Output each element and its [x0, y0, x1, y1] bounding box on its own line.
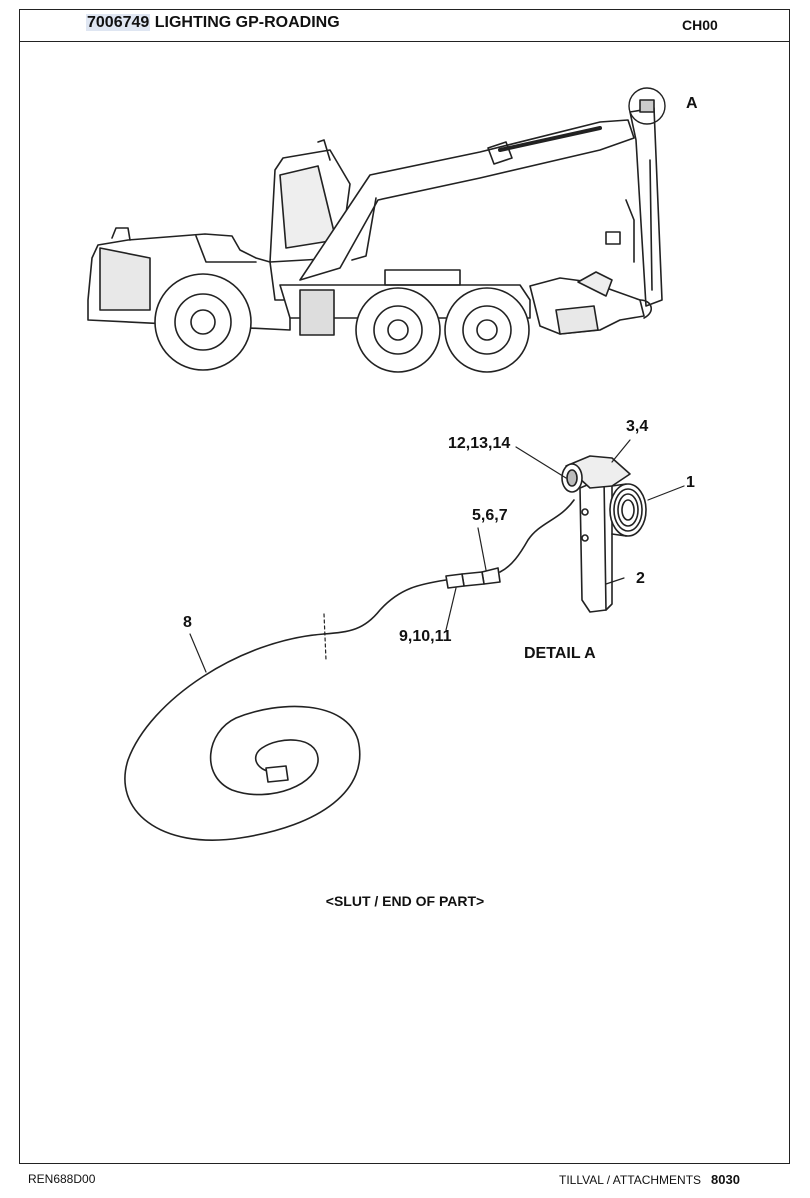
callout-5-6-7[interactable]: 5,6,7 [472, 507, 508, 524]
footer-right: TILLVAL / ATTACHMENTS 8030 [559, 1172, 740, 1187]
callout-1[interactable]: 1 [686, 474, 695, 491]
callout-3-4[interactable]: 3,4 [626, 418, 649, 435]
detail-a-marker[interactable]: A [686, 95, 698, 112]
title-text: LIGHTING GP-ROADING [154, 14, 340, 31]
footer-doc-code: REN688D00 [28, 1172, 96, 1186]
part-number[interactable]: 7006749 [86, 14, 151, 31]
callout-2[interactable]: 2 [636, 570, 645, 587]
detail-a-drawing [124, 455, 647, 841]
leader-lines [189, 439, 685, 673]
page-frame [19, 9, 790, 1164]
section-code: CH00 [682, 17, 718, 33]
callout-12-13-14[interactable]: 12,13,14 [448, 435, 511, 452]
page-title: 7006749 LIGHTING GP-ROADING [86, 14, 340, 32]
footer-page-number: 8030 [711, 1172, 740, 1187]
callout-8[interactable]: 8 [183, 614, 192, 631]
callout-9-10-11[interactable]: 9,10,11 [399, 628, 452, 645]
machine-drawing [87, 87, 666, 373]
end-of-part-note: <SLUT / END OF PART> [325, 893, 485, 909]
detail-a-label: DETAIL A [524, 645, 596, 662]
footer-category: TILLVAL / ATTACHMENTS [559, 1173, 702, 1187]
header-divider [19, 41, 790, 42]
